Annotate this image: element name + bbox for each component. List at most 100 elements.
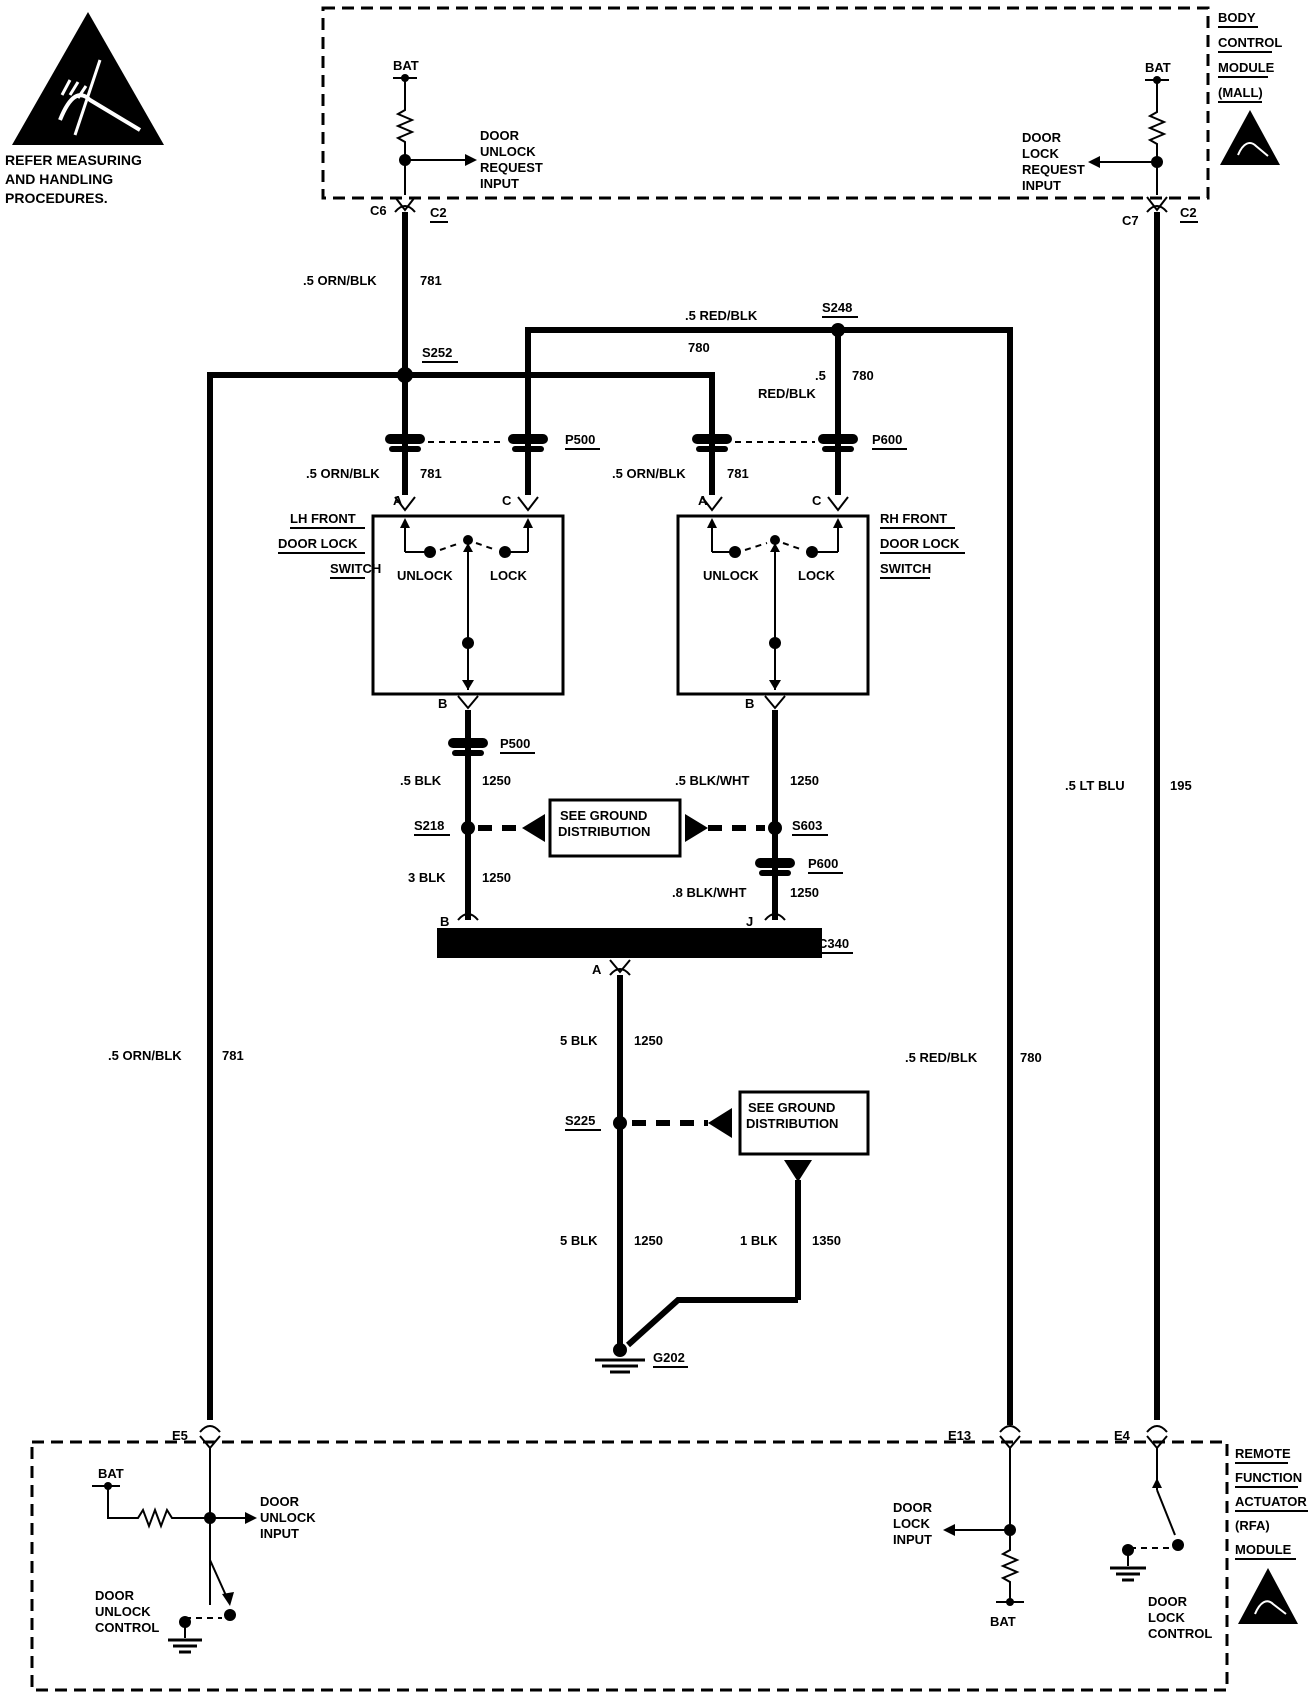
- wire-780-s248-color: RED/BLK: [758, 386, 816, 401]
- ground-arrow-right: [685, 814, 708, 842]
- wire-lh-a-num: 781: [420, 466, 442, 481]
- bcm-pullup-resistor-left: [395, 78, 415, 160]
- wire-1350-label: 1 BLK: [740, 1233, 778, 1248]
- bcm-lock-input-line-4: INPUT: [1022, 178, 1061, 193]
- bcm-esd-icon: [1220, 110, 1280, 165]
- wire-rh-a-label: .5 ORN/BLK: [612, 466, 686, 481]
- arrow-right-icon: [465, 154, 477, 166]
- wire-780-mid-label: .5 RED/BLK: [905, 1050, 978, 1065]
- splice-s603: [768, 821, 782, 835]
- lh-switch-label-line-1: LH FRONT: [290, 511, 356, 526]
- bcm-pullup-resistor-right: [1147, 80, 1167, 162]
- ground-distribution-ref-upper: [548, 798, 682, 858]
- ground-g202-icon: [595, 1343, 645, 1374]
- bcm-unlock-input-line-3: REQUEST: [480, 160, 543, 175]
- splice-s225-label: S225: [565, 1113, 595, 1128]
- wire-ground-lower-num: 1250: [634, 1233, 663, 1248]
- ground-dist-lower-line-1: SEE GROUND: [748, 1100, 835, 1115]
- lh-unlock-label: UNLOCK: [397, 568, 453, 583]
- wire-lh-b-label: .5 BLK: [400, 773, 442, 788]
- rfa-label-line-1: REMOTE: [1235, 1446, 1291, 1461]
- wire-781-top-label: .5 ORN/BLK: [303, 273, 377, 288]
- connector-p500-top: [385, 434, 548, 452]
- bcm-lock-input-line-2: LOCK: [1022, 146, 1059, 161]
- rh-switch-label-line-3: SWITCH: [880, 561, 931, 576]
- rfa-unlock-control-line-2: UNLOCK: [95, 1604, 151, 1619]
- connector-c7-symbol: [1146, 196, 1168, 212]
- wire-780-s248-num: 780: [852, 368, 874, 383]
- rfa-bat-right-label: BAT: [990, 1614, 1016, 1629]
- arrow-left-icon: [943, 1524, 955, 1536]
- wire-lh-a-label: .5 ORN/BLK: [306, 466, 380, 481]
- splice-s252-label: S252: [422, 345, 452, 360]
- rh-pin-c-label: C: [812, 493, 822, 508]
- bcm-unlock-input-line-1: DOOR: [480, 128, 520, 143]
- bcm-label-line-1: BODY: [1218, 10, 1256, 25]
- rfa-lock-input-line-3: INPUT: [893, 1532, 932, 1547]
- rfa-lock-input-line-1: DOOR: [893, 1500, 933, 1515]
- rfa-unlock-control-line-1: DOOR: [95, 1588, 135, 1603]
- wire-rh-c340-num: 1250: [790, 885, 819, 900]
- splice-s225: [613, 1116, 627, 1130]
- rfa-pullup-resistor-left: [107, 1486, 210, 1529]
- rfa-unlock-input-line-2: UNLOCK: [260, 1510, 316, 1525]
- ground-arrow-s225: [708, 1108, 732, 1138]
- wire-781-rh-switch: [405, 372, 715, 430]
- rfa-label-line-4: (RFA): [1235, 1518, 1270, 1533]
- connector-p600-bottom-label: P600: [808, 856, 838, 871]
- wire-lh-c340-num: 1250: [482, 870, 511, 885]
- rfa-lock-control-line-1: DOOR: [1148, 1594, 1188, 1609]
- rfa-bat-left-label: BAT: [98, 1466, 124, 1481]
- bcm-lock-input-line-1: DOOR: [1022, 130, 1062, 145]
- ground-arrow-left: [522, 814, 545, 842]
- bcm-conn-c2-right-label: C2: [1180, 205, 1197, 220]
- rfa-module-outline: [30, 1440, 1229, 1692]
- wire-ground-upper-num: 1250: [634, 1033, 663, 1048]
- esd-note-line-2: AND HANDLING: [5, 171, 113, 187]
- wire-ground-upper-label: 5 BLK: [560, 1033, 598, 1048]
- wire-ground-lower-label: 5 BLK: [560, 1233, 598, 1248]
- wire-780-mid-num: 780: [1020, 1050, 1042, 1065]
- wire-195-num: 195: [1170, 778, 1192, 793]
- wire-rh-c340-label: .8 BLK/WHT: [672, 885, 746, 900]
- connector-p500-bottom-label: P500: [500, 736, 530, 751]
- wire-781-left-label: .5 ORN/BLK: [108, 1048, 182, 1063]
- bcm-conn-c2-left-label: C2: [430, 205, 447, 220]
- wire-780-top-num: 780: [688, 340, 710, 355]
- rfa-label-line-3: ACTUATOR: [1235, 1494, 1307, 1509]
- ground-distribution-ref-lower: [738, 1090, 870, 1156]
- rfa-unlock-input-line-1: DOOR: [260, 1494, 300, 1509]
- wire-781-rfa: [207, 372, 405, 1420]
- ground-dist-upper-line-1: SEE GROUND: [560, 808, 647, 823]
- splice-s218: [461, 821, 475, 835]
- wire-781-top-num: 781: [420, 273, 442, 288]
- rh-switch-label-line-2: DOOR LOCK: [880, 536, 960, 551]
- rh-unlock-label: UNLOCK: [703, 568, 759, 583]
- lh-pin-c-label: C: [502, 493, 512, 508]
- wire-rh-b-label: .5 BLK/WHT: [675, 773, 749, 788]
- ground-dist-upper-line-2: DISTRIBUTION: [558, 824, 650, 839]
- rfa-esd-icon: [1238, 1568, 1298, 1624]
- bcm-unlock-input-line-4: INPUT: [480, 176, 519, 191]
- wire-780-s248-gauge: .5: [815, 368, 826, 383]
- rfa-lock-control-line-3: CONTROL: [1148, 1626, 1212, 1641]
- rh-pin-b-label: B: [745, 696, 754, 711]
- arrow-left-icon: [1088, 156, 1100, 168]
- wire-1350-num: 1350: [812, 1233, 841, 1248]
- lh-lock-label: LOCK: [490, 568, 527, 583]
- rfa-pin-e13-label: E13: [948, 1428, 971, 1443]
- esd-note-line-1: REFER MEASURING: [5, 152, 142, 168]
- wire-781-left-num: 781: [222, 1048, 244, 1063]
- connector-p500-top-label: P500: [565, 432, 595, 447]
- wire-780-rfa: [525, 327, 1013, 1425]
- connector-p600-top: [692, 434, 858, 452]
- lh-switch-label-line-2: DOOR LOCK: [278, 536, 358, 551]
- bcm-conn-c7-label: C7: [1122, 213, 1139, 228]
- splice-s218-label: S218: [414, 818, 444, 833]
- rfa-pin-e4-label: E4: [1114, 1428, 1131, 1443]
- ground-g202-label: G202: [653, 1350, 685, 1365]
- wire-780-top-label: .5 RED/BLK: [685, 308, 758, 323]
- connector-p600-top-label: P600: [872, 432, 902, 447]
- splice-s603-label: S603: [792, 818, 822, 833]
- bcm-bat-left-label: BAT: [393, 58, 419, 73]
